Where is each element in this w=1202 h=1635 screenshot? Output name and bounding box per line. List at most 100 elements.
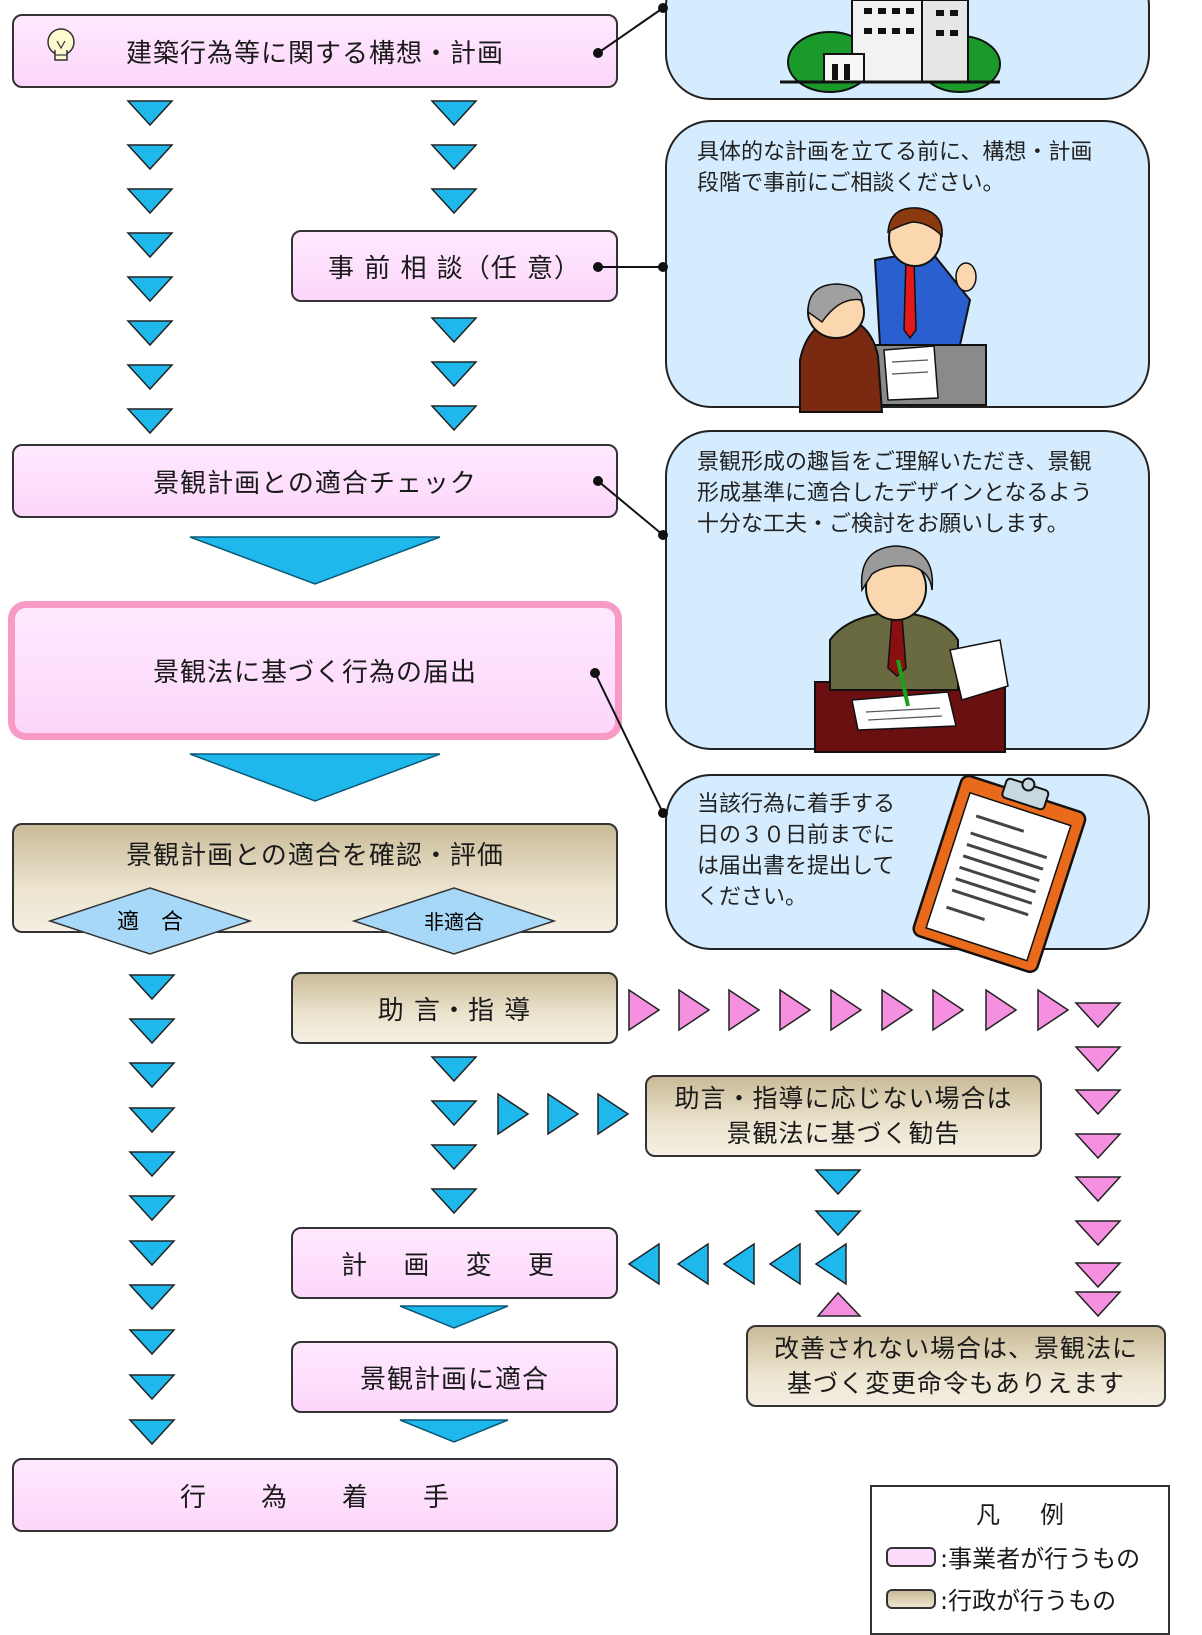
left-arrow bbox=[676, 1242, 709, 1286]
down-arrow bbox=[1074, 1176, 1122, 1203]
concept-label: 建築行為等に関する構想・計画 bbox=[125, 38, 504, 69]
conform-diamond bbox=[47, 887, 253, 955]
right-arrow bbox=[628, 988, 661, 1032]
down-arrow bbox=[128, 1240, 176, 1267]
notify-callout-line: 日の３０日前までに bbox=[697, 823, 896, 848]
notify-callout-line: は届出書を提出して bbox=[697, 854, 895, 879]
down-arrow bbox=[430, 1188, 478, 1215]
start-label: 行 為 着 手 bbox=[179, 1482, 450, 1513]
right-arrow bbox=[678, 988, 711, 1032]
right-arrow bbox=[830, 988, 863, 1032]
down-arrow bbox=[128, 1018, 176, 1045]
down-arrow bbox=[126, 232, 174, 259]
left-arrow bbox=[768, 1242, 801, 1286]
big-down-arrow bbox=[189, 536, 441, 585]
left-arrow bbox=[627, 1242, 660, 1286]
down-arrow bbox=[128, 1284, 176, 1311]
down-arrow bbox=[430, 144, 478, 171]
consult-callout-line: 具体的な計画を立てる前に、構想・計画 bbox=[697, 140, 1093, 165]
right-arrow bbox=[1037, 988, 1070, 1032]
down-arrow bbox=[128, 1062, 176, 1089]
down-arrow bbox=[814, 1169, 862, 1196]
notify-label: 景観法に基づく行為の届出 bbox=[152, 658, 477, 688]
down-arrow bbox=[128, 974, 176, 1001]
down-arrow bbox=[1074, 1002, 1122, 1029]
down-arrow bbox=[1074, 1133, 1122, 1160]
down-arrow bbox=[430, 361, 478, 388]
check-label: 景観計画との適合チェック bbox=[153, 468, 477, 499]
change-box: 計 画 変 更 bbox=[291, 1227, 618, 1299]
notify-callout-line: ください。 bbox=[697, 885, 808, 910]
down-arrow bbox=[128, 1107, 176, 1134]
lightbulb-icon bbox=[47, 28, 75, 61]
check-callout-line: 形成基準に適合したデザインとなるよう bbox=[697, 481, 1093, 506]
check-callout-line: 十分な工夫・ご検討をお願いします。 bbox=[697, 512, 1069, 537]
check-callout-text: 景観形成の趣旨をご理解いただき、景観 形成基準に適合したデザインとなるよう 十分… bbox=[697, 447, 1092, 540]
down-arrow bbox=[126, 100, 174, 127]
down-arrow bbox=[1074, 1262, 1122, 1289]
check-box: 景観計画との適合チェック bbox=[12, 444, 618, 518]
consult-box: 事 前 相 談（任 意） bbox=[291, 230, 618, 302]
down-arrow bbox=[1074, 1220, 1122, 1247]
down-arrow bbox=[128, 1151, 176, 1178]
government-swatch bbox=[886, 1588, 936, 1609]
order-box: 改善されない場合は、景観法に 基づく変更命令もありえます bbox=[746, 1325, 1166, 1407]
callout-connectors bbox=[590, 3, 668, 818]
legend-business-label: :事業者が行うもの bbox=[940, 1545, 1141, 1573]
nonconform-diamond bbox=[351, 887, 557, 955]
right-arrow bbox=[779, 988, 812, 1032]
big-down-arrow bbox=[189, 753, 441, 802]
down-arrow bbox=[399, 1419, 509, 1443]
right-arrow bbox=[597, 1092, 630, 1136]
order-label: 基づく変更命令もありえます bbox=[786, 1369, 1125, 1398]
down-arrow bbox=[1074, 1046, 1122, 1073]
start-box: 行 為 着 手 bbox=[12, 1458, 618, 1532]
down-arrow bbox=[126, 364, 174, 391]
down-arrow bbox=[126, 408, 174, 435]
down-arrow bbox=[430, 1056, 478, 1083]
building-illustration bbox=[780, 0, 1001, 93]
left-arrow bbox=[814, 1242, 847, 1286]
down-arrow bbox=[430, 317, 478, 344]
up-arrow bbox=[816, 1291, 862, 1317]
fit-label: 景観計画に適合 bbox=[359, 1364, 549, 1395]
down-arrow bbox=[430, 100, 478, 127]
flow-arrows bbox=[126, 100, 1122, 1446]
down-arrow bbox=[126, 276, 174, 303]
down-arrow bbox=[128, 1195, 176, 1222]
advice-label: 助 言・指 導 bbox=[377, 995, 532, 1026]
down-arrow bbox=[399, 1305, 509, 1329]
nonconform-text: 非適合 bbox=[424, 910, 484, 934]
business-swatch bbox=[886, 1546, 936, 1567]
right-arrow bbox=[881, 988, 914, 1032]
notify-box: 景観法に基づく行為の届出 bbox=[8, 601, 622, 740]
conform-text: 適 合 bbox=[117, 910, 183, 935]
down-arrow bbox=[128, 1329, 176, 1356]
down-arrow bbox=[430, 405, 478, 432]
right-arrow bbox=[728, 988, 761, 1032]
left-arrow bbox=[722, 1242, 755, 1286]
consultation-illustration bbox=[799, 207, 987, 413]
down-arrow bbox=[126, 188, 174, 215]
legend: 凡例 :事業者が行うもの :行政が行うもの bbox=[870, 1485, 1170, 1635]
notify-callout-text: 当該行為に着手する 日の３０日前までに は届出書を提出して ください。 bbox=[697, 789, 895, 913]
right-arrow bbox=[547, 1092, 580, 1136]
down-arrow bbox=[126, 320, 174, 347]
consult-callout-line: 段階で事前にご相談ください。 bbox=[697, 171, 1005, 196]
order-label: 改善されない場合は、景観法に bbox=[773, 1334, 1138, 1363]
recommend-label: 景観法に基づく勧告 bbox=[726, 1119, 961, 1148]
right-arrow bbox=[985, 988, 1018, 1032]
confirm-label: 景観計画との適合を確認・評価 bbox=[126, 841, 504, 871]
concept-box: 建築行為等に関する構想・計画 bbox=[12, 14, 618, 88]
recommend-box: 助言・指導に応じない場合は 景観法に基づく勧告 bbox=[645, 1075, 1042, 1157]
legend-title: 凡例 bbox=[976, 1501, 1104, 1529]
recommend-label: 助言・指導に応じない場合は bbox=[674, 1084, 1013, 1113]
check-callout-line: 景観形成の趣旨をご理解いただき、景観 bbox=[697, 450, 1092, 475]
down-arrow bbox=[1074, 1291, 1122, 1318]
right-arrow bbox=[932, 988, 965, 1032]
down-arrow bbox=[430, 1100, 478, 1127]
officer-illustration bbox=[814, 545, 1009, 753]
down-arrow bbox=[1074, 1089, 1122, 1116]
notify-callout-line: 当該行為に着手する bbox=[697, 792, 896, 817]
